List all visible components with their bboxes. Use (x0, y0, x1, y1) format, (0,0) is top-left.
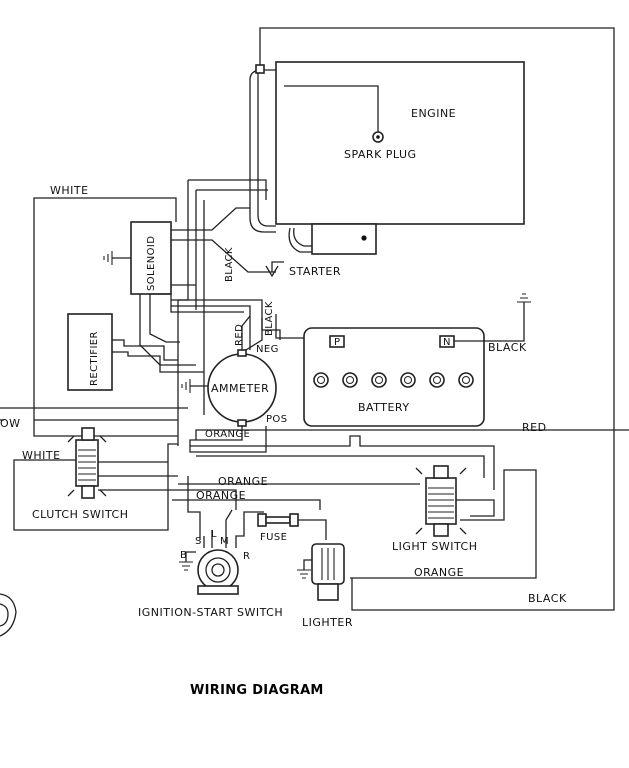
terminal-m-label: M (220, 536, 229, 547)
light-switch-label: LIGHT SWITCH (392, 540, 478, 553)
rectifier: RECTIFIER (67, 313, 204, 391)
terminal-r-label: R (243, 551, 250, 562)
ammeter-label: AMMETER (211, 382, 269, 395)
white-clutch-label: WHITE (22, 449, 61, 462)
orange-2-label: ORANGE (196, 489, 246, 502)
battery-p-label: P (334, 337, 340, 348)
lighter-label: LIGHTER (302, 616, 353, 629)
battery-n-label: N (443, 337, 451, 348)
ignition-start-switch: B S L M R IGNITION-START SWITCH (138, 509, 283, 619)
diagram-title: WIRING DIAGRAM (190, 683, 324, 698)
terminal-b-label: B (180, 550, 187, 561)
starter-arrow-head (265, 265, 279, 278)
black-ammeter-label: BLACK (264, 301, 275, 336)
ammeter: AMMETER NEG POS (181, 344, 287, 427)
red-right-label: RED (522, 421, 547, 434)
starter-label: STARTER (289, 265, 341, 278)
white-top-label: WHITE (50, 184, 89, 197)
engine: ENGINE SPARK PLUG STARTER (249, 61, 525, 278)
clutch-switch-label: CLUTCH SWITCH (32, 508, 128, 521)
starter-arrow (271, 261, 284, 272)
black-solenoid-label: BLACK (224, 247, 235, 282)
battery: P N BATTERY (303, 327, 485, 427)
terminal-l-label: L (211, 529, 217, 540)
ammeter-pos-label: POS (266, 414, 287, 425)
ammeter-neg-label: NEG (256, 344, 279, 355)
left-cut-label: OW (0, 417, 21, 430)
engine-label: ENGINE (411, 107, 456, 120)
lighter: LIGHTER (297, 543, 353, 629)
terminal-s-label: S (195, 536, 202, 547)
rectifier-label: RECTIFIER (89, 331, 100, 386)
black-battery-label: BLACK (488, 341, 527, 354)
orange-3-label: ORANGE (414, 566, 464, 579)
clutch-switch: CLUTCH SWITCH (32, 427, 128, 521)
spark-plug-label: SPARK PLUG (344, 148, 417, 161)
red-ammeter-label: RED (234, 324, 245, 346)
fuse: FUSE (257, 513, 327, 543)
partial-component (0, 593, 17, 637)
orange-1-label: ORANGE (218, 475, 268, 488)
light-switch: LIGHT SWITCH (392, 465, 495, 553)
orange-ammeter-label: ORANGE (205, 429, 250, 440)
spark-plug (284, 85, 384, 143)
ignition-switch-label: IGNITION-START SWITCH (138, 606, 283, 619)
black-bottom-wire (259, 27, 615, 611)
black-bottom-label: BLACK (528, 592, 567, 605)
fuse-label: FUSE (260, 532, 287, 543)
battery-label: BATTERY (358, 401, 410, 414)
white-top-wire (33, 197, 177, 392)
solenoid: SOLENOID (103, 221, 172, 295)
solenoid-label: SOLENOID (146, 236, 157, 291)
